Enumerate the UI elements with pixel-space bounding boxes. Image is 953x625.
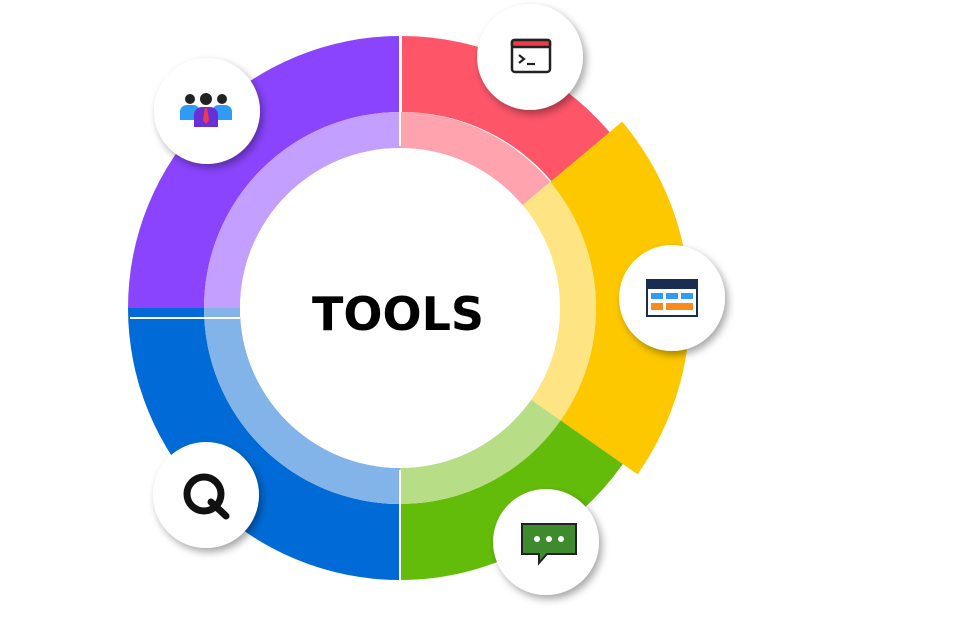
q-tool-bubble[interactable] — [153, 442, 259, 548]
segment-team-inner — [204, 112, 400, 308]
dashboard-layout-icon — [646, 279, 698, 317]
inner-ring — [204, 112, 596, 504]
segment-chat-outer — [400, 420, 623, 580]
segment-terminal-outer — [402, 36, 611, 183]
segment-dashboard-inner — [522, 182, 596, 421]
segment-dividers — [130, 36, 401, 580]
center-title: TOOLS — [312, 287, 484, 341]
center-disc — [240, 148, 560, 468]
segment-terminal-inner — [400, 112, 551, 206]
segment-q-tool-outer — [128, 308, 400, 580]
segment-team-outer — [128, 36, 400, 308]
terminal-icon — [510, 38, 552, 74]
team-people-icon — [180, 93, 232, 127]
segment-chat-inner — [400, 399, 561, 504]
segment-q-tool-inner — [204, 308, 400, 504]
q-logo-icon — [183, 473, 230, 520]
chat-bubble-icon — [521, 523, 577, 566]
